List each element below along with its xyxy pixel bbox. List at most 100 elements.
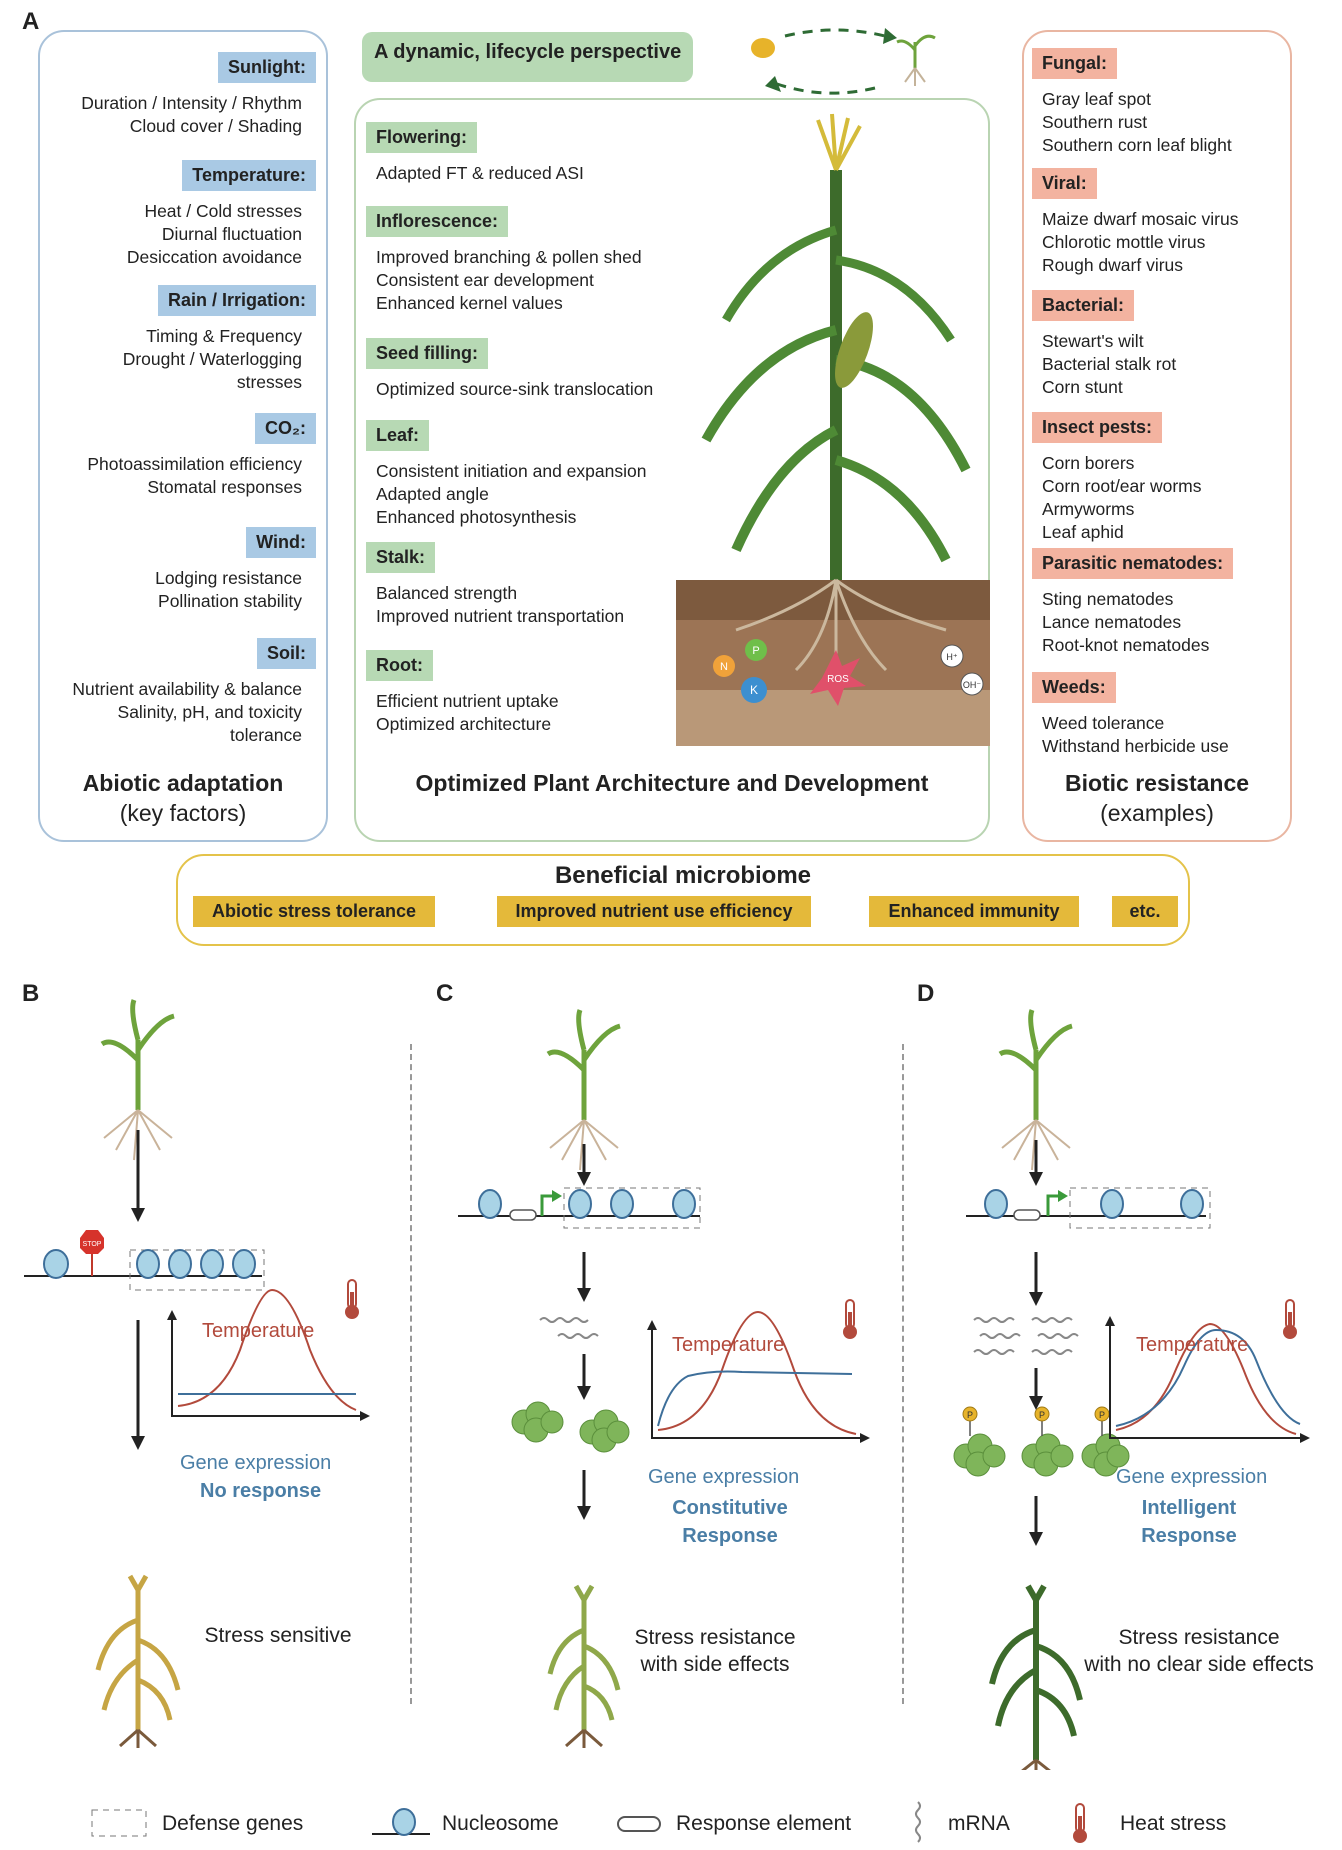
architecture-trait-desc-0: Adapted FT & reduced ASI xyxy=(376,162,584,185)
outcome-d-line2: with no clear side effects xyxy=(1084,1653,1314,1676)
biotic-group-desc-2-line-0: Stewart's wilt xyxy=(1042,331,1144,351)
architecture-trait-desc-3-line-2: Enhanced photosynthesis xyxy=(376,507,577,527)
intelligent-response-label: Intelligent Response xyxy=(1106,1494,1272,1550)
thermometer-icon-c xyxy=(843,1299,857,1339)
biotic-group-desc-0-line-1: Southern rust xyxy=(1042,112,1148,132)
response-element-c xyxy=(509,1209,537,1221)
microbiome-item-nutrient-efficiency: Improved nutrient use efficiency xyxy=(497,896,811,927)
panel-c-diagram xyxy=(458,1009,870,1748)
expression-curve-c xyxy=(657,1370,853,1427)
nutrient-k xyxy=(741,677,767,703)
panel-d-diagram: P P P xyxy=(953,1009,1310,1770)
seedling-d xyxy=(998,1009,1073,1171)
cycle-arrow-bottom-head xyxy=(765,76,781,92)
panel-divider-cd xyxy=(902,1044,904,1704)
legend-heat-stress-label: Heat stress xyxy=(1120,1812,1227,1835)
ion-oh xyxy=(960,672,984,696)
seedling-c xyxy=(546,1009,621,1171)
abiotic-factor-desc-3-line-1: Stomatal responses xyxy=(147,477,302,497)
mrna-d xyxy=(973,1317,1079,1355)
biotic-group-desc-3-line-3: Leaf aphid xyxy=(1042,522,1124,542)
maize-roots xyxy=(735,578,947,672)
architecture-trait-tag-0: Flowering: xyxy=(366,122,477,153)
abiotic-factor-desc-2-line-0: Timing & Frequency xyxy=(146,326,302,346)
legend-defense-genes-label: Defense genes xyxy=(162,1812,304,1835)
abiotic-factor-desc-4-line-1: Pollination stability xyxy=(158,591,302,611)
ion-oh-label: OH⁻ xyxy=(963,680,982,690)
architecture-trait-desc-5-line-1: Optimized architecture xyxy=(376,714,552,734)
outcome-d: Stress resistance with no clear side eff… xyxy=(1064,1624,1334,1678)
intelligent-response-line1: Intelligent xyxy=(1141,1497,1237,1519)
temperature-curve-b xyxy=(177,1288,357,1411)
ros-label: ROS xyxy=(827,674,849,685)
architecture-trait-desc-2-line-0: Optimized source-sink translocation xyxy=(376,379,654,399)
biotic-heading-sub: (examples) xyxy=(1100,800,1214,826)
maize-ear xyxy=(835,312,873,388)
nutrient-p-label: P xyxy=(752,645,759,657)
soil-layer-bottom xyxy=(676,690,990,746)
abiotic-factor-desc-1-line-1: Diurnal fluctuation xyxy=(161,224,302,244)
cycle-arrow-top xyxy=(784,28,886,38)
biotic-heading-title: Biotic resistance xyxy=(1064,770,1250,796)
architecture-trait-desc-2: Optimized source-sink translocation xyxy=(376,378,653,401)
legend-symbols xyxy=(91,1801,1087,1843)
nutrient-k-label: K xyxy=(750,683,758,697)
architecture-trait-tag-4: Stalk: xyxy=(366,542,436,573)
temperature-label-c: Temperature xyxy=(672,1334,785,1356)
maize-plant-illustration: N P K ROS H⁺ OH⁻ xyxy=(676,113,990,746)
architecture-heading-title: Optimized Plant Architecture and Develop… xyxy=(415,770,929,796)
defense-genes-box-c xyxy=(563,1187,701,1229)
nutrient-p xyxy=(745,639,767,661)
biotic-group-tag-5: Weeds: xyxy=(1032,672,1116,703)
intelligent-response-line2: Response xyxy=(1141,1525,1237,1547)
panel-label-c: C xyxy=(436,980,454,1007)
stop-sign-icon xyxy=(80,1230,104,1254)
outcome-b: Stress sensitive xyxy=(204,1624,352,1647)
biotic-group-desc-3-line-1: Corn root/ear worms xyxy=(1042,476,1202,496)
legend-defense-genes-symbol xyxy=(91,1809,147,1837)
biotic-group-desc-0-line-2: Southern corn leaf blight xyxy=(1042,135,1232,155)
legend-heat-stress-icon xyxy=(1073,1803,1087,1843)
abiotic-factor-desc-5-line-0: Nutrient availability & balance xyxy=(72,679,302,699)
no-response-label: No response xyxy=(200,1480,322,1502)
legend-response-element-label: Response element xyxy=(676,1812,852,1835)
panel-label-b: B xyxy=(22,980,40,1007)
protein-c xyxy=(511,1401,630,1453)
maize-tassel xyxy=(816,113,862,171)
gene-expression-label-b: Gene expression xyxy=(180,1452,332,1474)
architecture-trait-desc-4-line-1: Improved nutrient transportation xyxy=(376,606,625,626)
biotic-group-desc-3-line-2: Armyworms xyxy=(1042,499,1135,519)
legend-response-element-symbol xyxy=(617,1816,661,1832)
architecture-trait-desc-1-line-1: Consistent ear development xyxy=(376,270,594,290)
biotic-group-tag-3: Insect pests: xyxy=(1032,412,1163,443)
seedling-b xyxy=(100,999,175,1161)
abiotic-factor-desc-2-line-2: stresses xyxy=(236,372,302,392)
architecture-trait-tag-5: Root: xyxy=(366,650,433,681)
constitutive-response-line1: Constitutive xyxy=(672,1497,788,1519)
architecture-trait-desc-4-line-0: Balanced strength xyxy=(376,583,518,603)
biotic-group-desc-5-line-0: Weed tolerance xyxy=(1042,713,1165,733)
biotic-group-tag-2: Bacterial: xyxy=(1032,290,1135,321)
abiotic-factor-tag-1: Temperature: xyxy=(182,160,316,191)
biotic-group-desc-1-line-2: Rough dwarf virus xyxy=(1042,255,1184,275)
seed-icon xyxy=(751,38,775,58)
promoter-arrow-c xyxy=(540,1194,554,1216)
outcome-c: Stress resistance with side effects xyxy=(610,1624,820,1678)
biotic-group-desc-4-line-1: Lance nematodes xyxy=(1042,612,1182,632)
biotic-heading: Biotic resistance (examples) xyxy=(1022,768,1292,828)
abiotic-factor-desc-5-line-2: tolerance xyxy=(230,725,302,745)
cycle-arrow-top-head xyxy=(883,28,897,44)
plant-c xyxy=(547,1584,621,1748)
abiotic-factor-tag-3: CO₂: xyxy=(255,413,316,444)
abiotic-factor-desc-4-line-0: Lodging resistance xyxy=(155,568,302,588)
thermometer-icon-b xyxy=(345,1279,359,1319)
